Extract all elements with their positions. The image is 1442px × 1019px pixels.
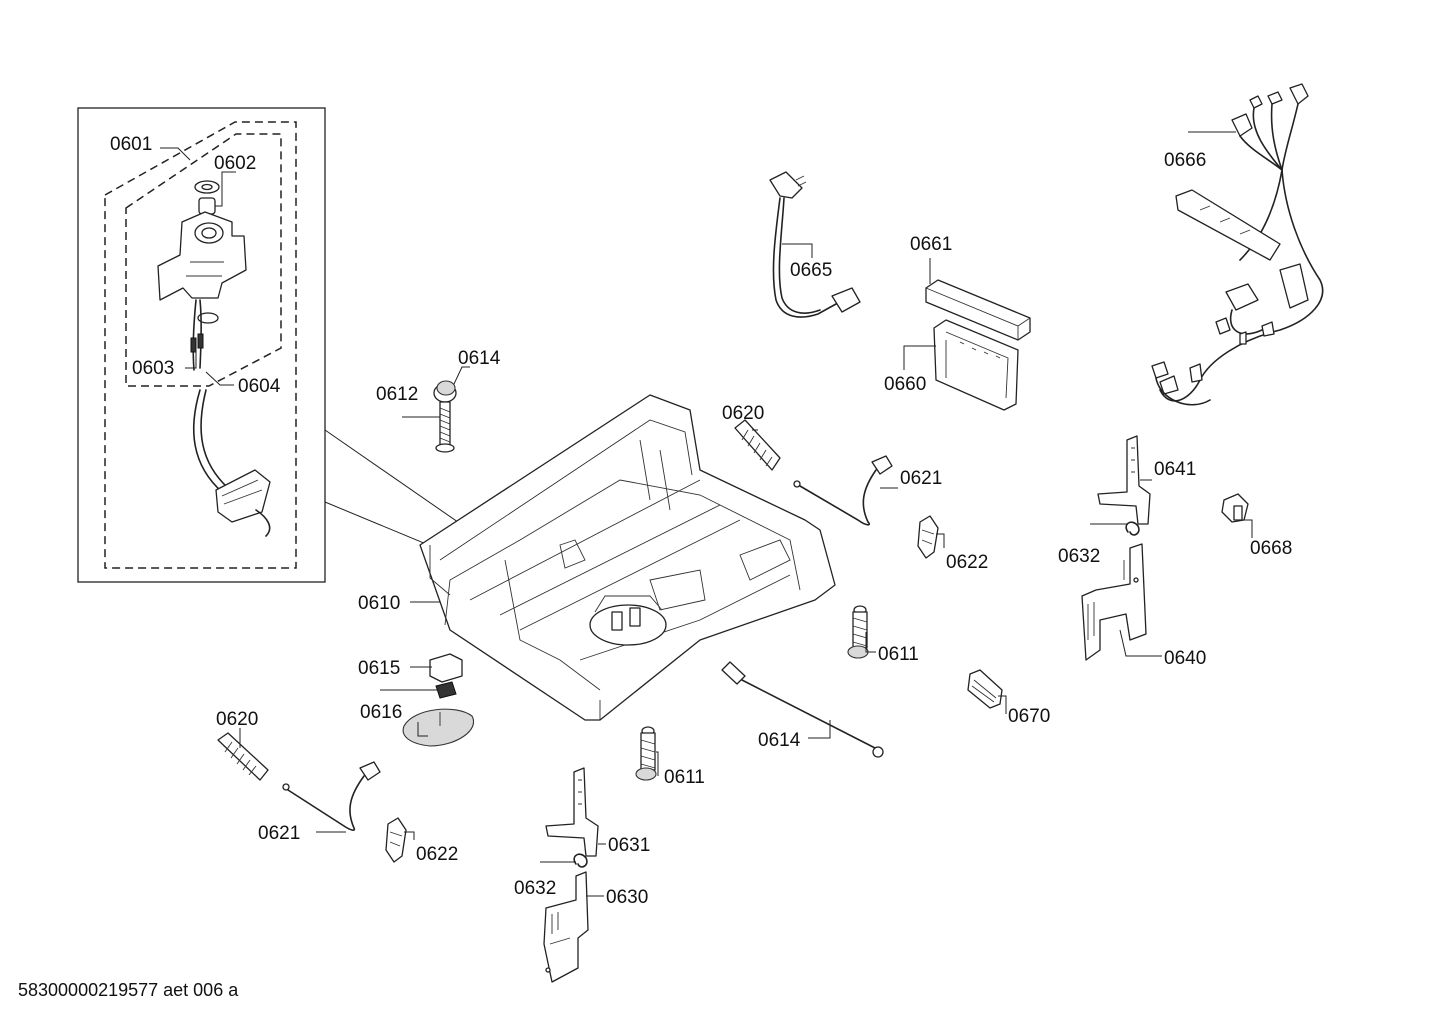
inset-detail-frame — [77, 107, 521, 583]
callout-0621-lower: 0621 — [258, 823, 300, 844]
bracket-0622-lower-part — [385, 817, 407, 863]
callout-0668: 0668 — [1250, 538, 1292, 559]
cap-0614-part — [436, 380, 456, 396]
callout-0616: 0616 — [360, 702, 402, 723]
module-0670-part — [967, 669, 1003, 709]
callout-0611-lower: 0611 — [664, 767, 705, 788]
hinge-0631-part — [545, 767, 599, 857]
callout-0604: 0604 — [238, 376, 281, 397]
bracket-0640-part — [1081, 543, 1147, 661]
bracket-0622-upper-part — [917, 515, 939, 559]
callout-0666: 0666 — [1164, 150, 1206, 171]
callout-0670: 0670 — [1008, 706, 1050, 727]
water-valve-part — [157, 180, 247, 371]
power-cord-0665-part — [769, 171, 861, 318]
adjustable-foot-0611-upper-part — [847, 605, 869, 659]
spring-0620-lower-part — [217, 732, 269, 781]
inset-border — [77, 107, 326, 583]
spring-0620-upper-part — [734, 419, 781, 471]
assembly-0601-boundary — [104, 121, 297, 569]
wiring-harness-0666-part — [1151, 83, 1324, 406]
callout-0641: 0641 — [1154, 459, 1196, 480]
callout-0622-lower: 0622 — [416, 844, 458, 865]
callout-0661: 0661 — [910, 234, 952, 255]
callout-0612: 0612 — [376, 384, 418, 405]
hose-0604-part — [192, 389, 271, 537]
callout-0621-upper: 0621 — [900, 468, 942, 489]
rod-0614-part — [721, 661, 884, 758]
switch-0615-part — [429, 653, 463, 699]
callout-0620-lower: 0620 — [216, 709, 258, 730]
cable-0621-lower-part — [282, 761, 381, 831]
callout-0615: 0615 — [358, 658, 400, 679]
callout-0614-top: 0614 — [458, 348, 501, 369]
callout-0611-upper: 0611 — [878, 644, 919, 665]
callout-0632-upper: 0632 — [1058, 546, 1100, 567]
hinge-0641-part — [1097, 435, 1151, 525]
drawing-reference-number: 58300000219577 aet 006 a — [18, 980, 239, 1000]
leader-lines — [160, 131, 1253, 897]
adjustable-foot-0611-lower-part — [635, 726, 657, 781]
callout-0630: 0630 — [606, 887, 648, 908]
callout-0614-rod: 0614 — [758, 730, 801, 751]
cable-0621-upper-part — [793, 455, 893, 526]
callout-0640: 0640 — [1164, 648, 1206, 669]
callout-0602: 0602 — [214, 153, 256, 174]
disc-0616-part — [402, 708, 475, 747]
callout-0610: 0610 — [358, 593, 400, 614]
callout-0665: 0665 — [790, 260, 832, 281]
panel-0661-part — [925, 279, 1031, 341]
housing-0660-part — [933, 319, 1019, 411]
spring-0632-lower-part — [573, 853, 588, 868]
spring-0632-upper-part — [1125, 521, 1140, 536]
callout-0622-upper: 0622 — [946, 552, 988, 573]
bracket-0630-part — [543, 871, 589, 983]
connector-0668-part — [1221, 493, 1249, 523]
assembly-0604-boundary — [125, 133, 282, 387]
callout-0620-upper: 0620 — [722, 403, 764, 424]
callout-0660: 0660 — [884, 374, 926, 395]
base-tub-0610-part — [419, 394, 836, 721]
callout-0601: 0601 — [110, 134, 152, 155]
callout-0632-lower: 0632 — [514, 878, 556, 899]
callout-0631: 0631 — [608, 835, 650, 856]
callout-0603: 0603 — [132, 358, 174, 379]
callout-labels: 0601 0602 0603 0604 0614 0612 0620 0621 … — [110, 134, 1292, 908]
